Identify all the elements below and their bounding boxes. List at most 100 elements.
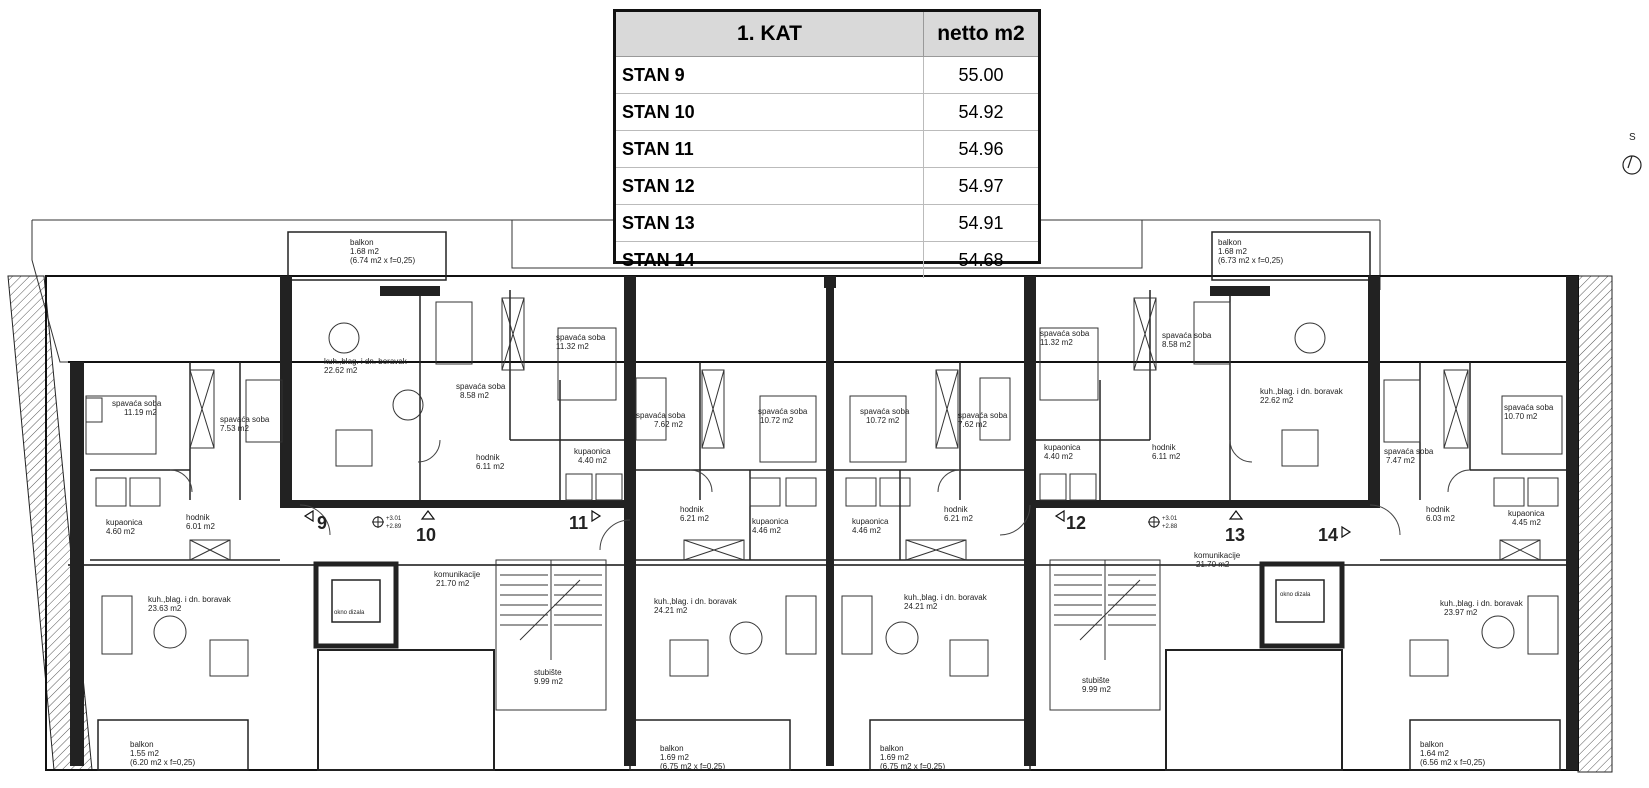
north-arrow-label: S: [1629, 132, 1636, 143]
room-a10-hall-area: 6.11 m2: [476, 462, 505, 471]
beds: [85, 301, 1563, 463]
room-a13-bath-name: kupaonica: [1044, 443, 1081, 452]
balcony-top-left-name: balkon: [350, 238, 374, 247]
balcony-top-left: [287, 231, 447, 281]
balcony-bottom-2-area: 1.69 m2: [660, 753, 689, 762]
table-cell-unit: STAN 11: [616, 130, 924, 168]
room-a14-hall-name: hodnik: [1426, 505, 1451, 514]
staircase-right: [1049, 559, 1161, 711]
room-a12-hall-name: hodnik: [944, 505, 969, 514]
balcony-top-left-note: (6.74 m2 x f=0,25): [350, 256, 415, 265]
right-boundary-wall: [1577, 275, 1613, 773]
room-a10-living-name: kuh.,blag. i dn. boravak: [324, 357, 408, 366]
room-a13-living-area: 22.62 m2: [1260, 396, 1294, 405]
table-cell-unit: STAN 14: [616, 241, 924, 278]
balcony-bottom-1: [97, 719, 249, 771]
balcony-bottom-1-name: balkon: [130, 740, 154, 749]
level-marker-right-icon: [1148, 516, 1160, 528]
balcony-bottom-3-note: (6.75 m2 x f=0,25): [880, 762, 945, 771]
balcony-bottom-1-note: (6.20 m2 x f=0,25): [130, 758, 195, 767]
elevator-shaft-right: [1259, 561, 1345, 649]
room-a13-bath-area: 4.40 m2: [1044, 452, 1073, 461]
room-a13-living-name: kuh.,blag. i dn. boravak: [1260, 387, 1344, 396]
room-a14-bed2-name: spavaća soba: [1384, 447, 1434, 456]
table-row: STAN 13 54.91: [616, 204, 1038, 242]
room-a9-living-name: kuh.,blag. i dn. boravak: [148, 595, 232, 604]
apartment-number-10: 10: [416, 525, 436, 545]
level-marker-left-icon: [372, 516, 384, 528]
table-row: STAN 10 54.92: [616, 93, 1038, 131]
level-right-top: +3.01: [1162, 516, 1178, 522]
room-a10-living-area: 22.62 m2: [324, 366, 358, 375]
table-row: STAN 9 55.00: [616, 56, 1038, 94]
room-a14-hall-area: 6.03 m2: [1426, 514, 1455, 523]
level-left-bottom: +2.89: [386, 524, 402, 530]
room-a10-bath-name: kupaonica: [574, 447, 611, 456]
room-a10-bed2-area: 8.58 m2: [460, 391, 489, 400]
room-a12-bath-name: kupaonica: [852, 517, 889, 526]
balcony-top-right-note: (6.73 m2 x f=0,25): [1218, 256, 1283, 265]
light-well-left: [317, 649, 495, 771]
room-shaft-right-name: okno dizala: [1280, 592, 1311, 598]
room-a13-bed2-area: 8.58 m2: [1162, 340, 1191, 349]
room-a9-bed2-area: 7.53 m2: [220, 424, 249, 433]
area-table-header-floor: 1. KAT: [616, 12, 924, 57]
room-a13-bed2-name: spavaća soba: [1162, 331, 1212, 340]
party-walls: [70, 276, 1578, 770]
room-a11-hall-name: hodnik: [680, 505, 705, 514]
balcony-bottom-4: [1409, 719, 1561, 771]
furniture: [101, 322, 1559, 677]
area-table-header-area: netto m2: [923, 12, 1038, 57]
room-comm-right-area: 21.70 m2: [1196, 560, 1230, 569]
area-table: 1. KAT netto m2 STAN 9 55.00 STAN 10 54.…: [613, 9, 1041, 278]
room-a12-hall-area: 6.21 m2: [944, 514, 973, 523]
apartment-number-9: 9: [317, 513, 327, 533]
table-cell-area: 54.96: [923, 130, 1038, 168]
balcony-top-right-name: balkon: [1218, 238, 1242, 247]
apartment-number-13: 13: [1225, 525, 1245, 545]
table-cell-area: 55.00: [923, 56, 1038, 94]
room-shaft-left-name: okno dizala: [334, 610, 365, 616]
room-a12-bed2-area: 7.62 m2: [958, 420, 987, 429]
room-a9-living-area: 23.63 m2: [148, 604, 182, 613]
room-a9-bed1-area: 11.19 m2: [124, 408, 157, 417]
balcony-bottom-4-note: (6.56 m2 x f=0,25): [1420, 758, 1485, 767]
table-cell-area: 54.97: [923, 167, 1038, 205]
room-a9-bath-name: kupaonica: [106, 518, 143, 527]
room-a11-living-area: 24.21 m2: [654, 606, 688, 615]
room-a12-living-name: kuh.,blag. i dn. boravak: [904, 593, 988, 602]
room-a13-bed1-area: 11.32 m2: [1040, 338, 1073, 347]
area-table-header: 1. KAT netto m2: [616, 12, 1038, 57]
room-a9-bed2-name: spavaća soba: [220, 415, 270, 424]
room-a14-bed1-name: spavaća soba: [1504, 403, 1554, 412]
balcony-top-right: [1211, 231, 1371, 281]
table-cell-unit: STAN 13: [616, 204, 924, 242]
balcony-bottom-4-area: 1.64 m2: [1420, 749, 1449, 758]
room-a14-bath-area: 4.45 m2: [1512, 518, 1541, 527]
room-a14-bed1-area: 10.70 m2: [1504, 412, 1538, 421]
room-comm-left-area: 21.70 m2: [436, 579, 470, 588]
room-stair-left-name: stubište: [534, 668, 562, 677]
room-a11-bed2-area: 7.62 m2: [654, 420, 683, 429]
room-a9-bed1-name: spavaća soba: [112, 399, 162, 408]
room-a14-living-name: kuh.,blag. i dn. boravak: [1440, 599, 1524, 608]
room-labels: spavaća soba 11.19 m2 spavaća soba 7.53 …: [106, 329, 1554, 694]
room-a11-bed1-area: 10.72 m2: [760, 416, 794, 425]
apartment-number-12: 12: [1066, 513, 1086, 533]
room-a11-bed1-name: spavaća soba: [758, 407, 808, 416]
apartment-number-11: 11: [569, 513, 588, 533]
table-cell-unit: STAN 10: [616, 93, 924, 131]
balcony-bottom-2-note: (6.75 m2 x f=0,25): [660, 762, 725, 771]
room-a12-living-area: 24.21 m2: [904, 602, 938, 611]
wardrobes: [189, 297, 1541, 561]
room-a9-bath-area: 4.60 m2: [106, 527, 135, 536]
balcony-bottom-1-area: 1.55 m2: [130, 749, 159, 758]
balcony-labels: balkon 1.68 m2 (6.74 m2 x f=0,25) balkon…: [130, 238, 1485, 771]
table-cell-area: 54.92: [923, 93, 1038, 131]
building-outline: [45, 275, 1579, 771]
room-stair-left-area: 9.99 m2: [534, 677, 563, 686]
room-a11-bath-name: kupaonica: [752, 517, 789, 526]
staircase-left: [495, 559, 607, 711]
balcony-bottom-3-area: 1.69 m2: [880, 753, 909, 762]
